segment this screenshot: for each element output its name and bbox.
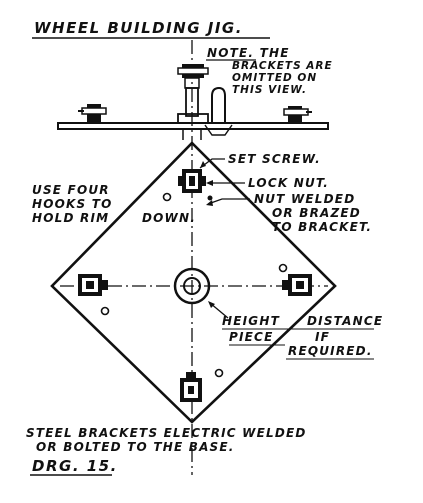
note-line-2: BRACKETS ARE	[232, 60, 333, 72]
nut-welded-line-2: OR BRAZED	[272, 206, 361, 220]
hook-hole-bottom-right	[214, 368, 224, 378]
height-label-5: REQUIRED.	[288, 344, 373, 358]
hooks-line-1: USE FOUR	[32, 183, 110, 197]
diagram-title: WHEEL BUILDING JIG.	[34, 19, 243, 37]
lock-nut-label: LOCK NUT.	[248, 176, 329, 190]
height-label-2: DISTANCE	[307, 314, 383, 328]
footer-line-2: OR BOLTED TO THE BASE.	[36, 440, 235, 454]
hooks-line-3: HOLD RIM	[32, 211, 109, 225]
hook-hole-right	[278, 263, 288, 273]
base-plate-diamond	[50, 141, 337, 424]
height-label-4: IF	[315, 330, 330, 344]
hook-hole-top-right	[207, 195, 213, 201]
side-elevation	[57, 64, 329, 140]
note-line-4: THIS VIEW.	[232, 84, 307, 96]
footer-line-1: STEEL BRACKETS ELECTRIC WELDED	[26, 426, 307, 440]
nut-welded-line-3: TO BRACKET.	[272, 220, 372, 234]
hook-elevation	[211, 86, 226, 123]
drawing-number: DRG. 15.	[32, 457, 118, 475]
height-label-1: HEIGHT	[222, 314, 280, 328]
bracket-left	[78, 274, 108, 296]
note-line-3: OMITTED ON	[232, 72, 317, 84]
height-label-3: PIECE	[229, 330, 273, 344]
bracket-right	[282, 274, 312, 296]
nut-welded-leader	[207, 198, 250, 205]
right-bracket-elevation	[283, 106, 312, 122]
left-bracket-elevation	[78, 104, 107, 123]
note-line-1: NOTE. THE	[207, 46, 290, 60]
centre-boss	[173, 267, 211, 305]
hook-hole-left	[100, 306, 110, 316]
hook-hole-top-left	[162, 192, 172, 202]
hooks-line-2: HOOKS TO	[32, 197, 113, 211]
hooks-line-4: DOWN.	[142, 211, 196, 225]
set-screw-label: SET SCREW.	[228, 152, 321, 166]
bracket-top	[178, 169, 206, 193]
centre-post-elevation	[177, 64, 209, 140]
bracket-bottom	[180, 372, 202, 402]
nut-welded-line-1: NUT WELDED	[254, 192, 355, 206]
base-bar	[57, 122, 329, 130]
